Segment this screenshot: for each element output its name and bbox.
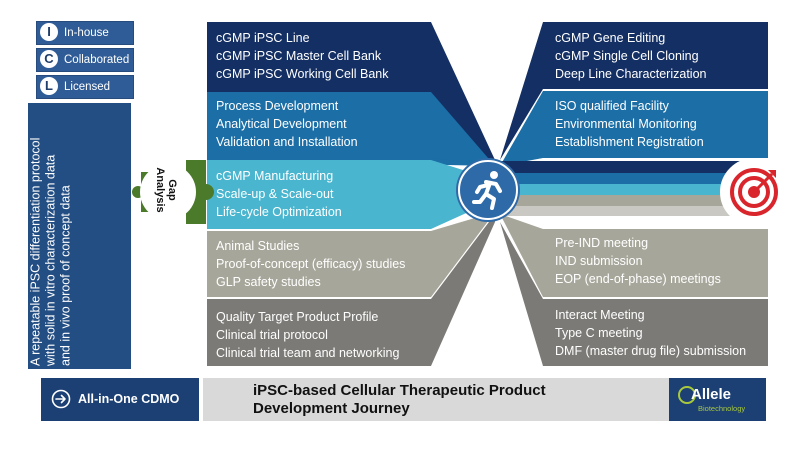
cdmo-banner: All-in-One CDMO [41,378,199,421]
side-panel-line: and in vivo proof of concept data [58,185,73,366]
arrow-right-circle-icon [51,389,71,409]
right-block-4 [500,222,768,366]
footer-title-box: iPSC-based Cellular Therapeutic Product … [203,378,669,421]
band-navy [495,161,768,173]
legend-letter: L [40,77,58,95]
legend-label: Licensed [64,81,111,93]
band-khaki [495,195,768,206]
logo-sub: Biotechnology [698,404,746,413]
allele-logo: Allele Biotechnology [669,378,766,421]
band-blue [495,173,768,184]
legend-item-in-house: I In-house [36,21,134,45]
gap-analysis-label: Gap Analysis [154,167,178,213]
left-block-2-wedge [431,92,495,166]
side-panel-line: with solid in vitro characterization dat… [43,154,58,366]
left-block-2-rect [207,92,431,158]
side-panel [28,103,131,369]
runner-icon-circle [456,158,520,222]
logo-word: Allele [691,386,732,403]
target-icon-circle [720,158,788,226]
right-block-1 [500,22,768,160]
legend-label: Collaborated [64,54,130,66]
side-panel-line: A repeatable iPSC differentiation protoc… [28,137,43,366]
legend-item-collaborated: C Collaborated [36,48,134,72]
side-panel-text: A repeatable iPSC differentiation protoc… [29,106,74,366]
right-block-2 [500,91,768,166]
logo-mark [678,386,696,404]
legend-letter: I [40,23,58,41]
band-gray [495,206,768,216]
left-block-4-rect [207,231,431,297]
footer-title: iPSC-based Cellular Therapeutic Product … [253,382,546,417]
left-block-5 [207,214,495,366]
left-block-3 [207,160,495,229]
legend-letter: C [40,50,58,68]
band-cyan [495,184,768,195]
runner-icon [458,160,518,220]
target-icon [730,168,778,216]
puzzle-icon [132,160,214,224]
left-block-4-wedge [431,212,495,297]
cdmo-label: All-in-One CDMO [78,392,180,406]
legend-label: In-house [64,27,109,39]
legend-item-licensed: L Licensed [36,75,134,99]
right-block-3 [500,214,768,297]
